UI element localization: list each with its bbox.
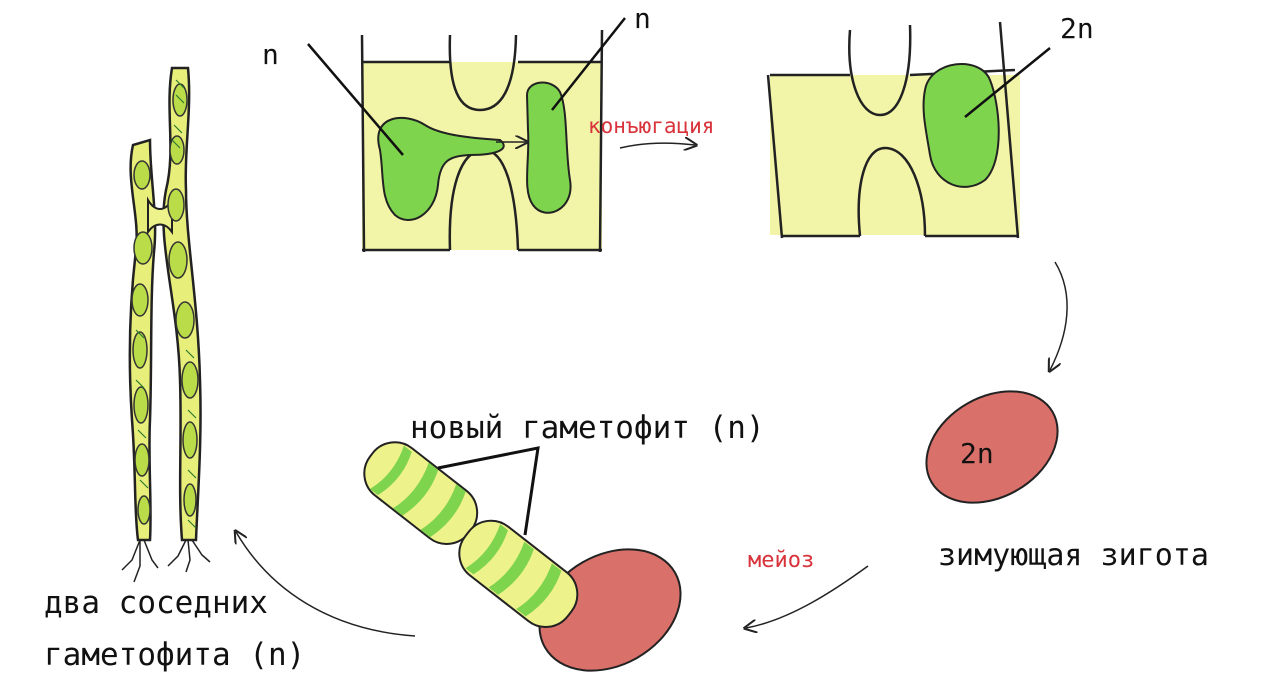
- arrow-to-gametophytes: [236, 532, 416, 637]
- label-2n-zygote: 2n: [960, 437, 994, 470]
- germinating-zygote: [363, 441, 682, 672]
- meiosis-arrow: [746, 565, 869, 628]
- label-n-right: n: [634, 2, 651, 35]
- two-gametophyte-filaments: [121, 66, 211, 583]
- label-wintering-zygote: зимующая зигота: [938, 538, 1209, 573]
- arrow-to-zygote: [1050, 261, 1068, 370]
- label-conjugation: конъюгация: [588, 114, 715, 138]
- label-two-gametophytes-line2: гаметофита (n): [44, 637, 306, 673]
- label-n-left: n: [262, 38, 279, 71]
- conjugation-arrow: [619, 143, 695, 148]
- label-new-gametophyte: новый гаметофит (n): [410, 410, 765, 446]
- label-two-gametophytes-line1: два соседних: [44, 585, 268, 621]
- zygote-cells: [766, 21, 1051, 239]
- label-meiosis: мейоз: [748, 548, 815, 573]
- wintering-zygote: [925, 390, 1059, 504]
- label-2n-top: 2n: [1060, 12, 1094, 45]
- conjugation-cells: [307, 17, 626, 253]
